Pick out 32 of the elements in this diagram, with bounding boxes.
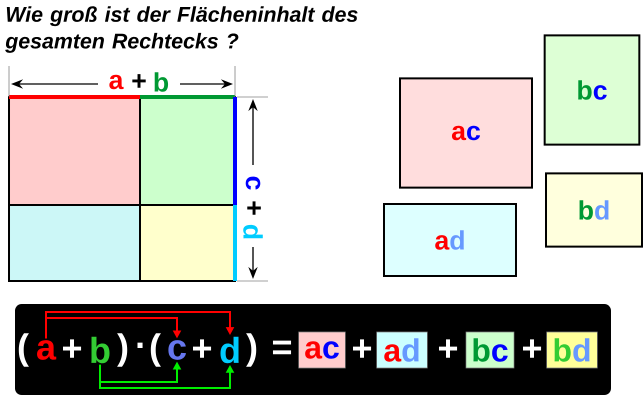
product-box: ad bbox=[383, 203, 517, 277]
dimension-label: + bbox=[247, 201, 261, 215]
variable-letter: a bbox=[37, 340, 56, 360]
math-symbol: ) bbox=[246, 333, 256, 367]
dimension-label: a bbox=[109, 74, 124, 90]
math-symbol: + bbox=[193, 339, 212, 358]
product-box: ac bbox=[399, 77, 533, 189]
math-symbol: + bbox=[439, 339, 458, 358]
math-symbol: + bbox=[523, 339, 542, 358]
dimension-label: c bbox=[246, 176, 260, 190]
title: Wie groß ist der Flächeninhalt des gesamten Rechtecks ? bbox=[5, 6, 358, 53]
math-symbol: + bbox=[63, 339, 82, 358]
term-box: ad bbox=[376, 332, 428, 368]
dimension-label: b bbox=[154, 72, 168, 92]
math-symbol: ( bbox=[150, 333, 161, 367]
arrow bbox=[45, 317, 182, 339]
term-box: bd bbox=[546, 332, 598, 368]
arrow bbox=[45, 311, 234, 339]
dimension-label: + bbox=[132, 74, 146, 88]
variable-letter: c bbox=[168, 340, 186, 360]
math-symbol: ( bbox=[18, 333, 29, 367]
variable-letter: d bbox=[220, 336, 239, 364]
term-box: bc bbox=[466, 332, 514, 368]
math-symbol: · bbox=[138, 342, 143, 348]
math-symbol: = bbox=[272, 340, 292, 354]
dimension-label: d bbox=[243, 224, 263, 238]
product-box: bd bbox=[545, 172, 643, 248]
product-box: bc bbox=[544, 34, 640, 146]
math-symbol: + bbox=[353, 339, 372, 358]
variable-letter: b bbox=[91, 336, 110, 364]
math-symbol: ) bbox=[117, 333, 128, 367]
term-box: ac bbox=[298, 332, 346, 368]
